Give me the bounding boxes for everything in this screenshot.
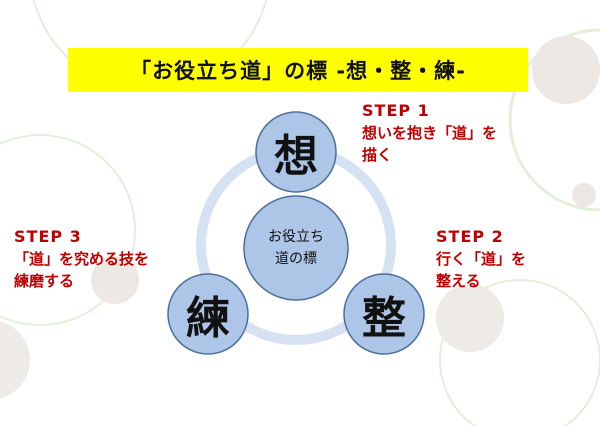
decor-dot-left [91, 256, 139, 304]
node-label-left: 練 [186, 293, 230, 344]
step3-line1: 「道」を究める技を [14, 250, 150, 268]
step1-text: STEP 1 想いを抱き「道」を 描く [362, 100, 497, 166]
step2-text: STEP 2 行く「道」を 整える [436, 226, 526, 292]
center-label-line1: お役立ち [268, 229, 324, 245]
node-circle-top [255, 111, 337, 193]
step2-line1: 行く「道」を [436, 250, 527, 268]
center-label-line2: 道の標 [275, 251, 317, 267]
step1-line2: 描く [362, 146, 393, 164]
step2-heading: STEP 2 [436, 227, 504, 246]
decor-dot-bottom-right [436, 284, 504, 352]
node-label-top: 想 [274, 131, 318, 182]
decor-dot-bottom-left [0, 321, 30, 399]
step3-text: STEP 3 「道」を究める技を 練磨する [14, 226, 149, 292]
decor-arc-bottom-right [439, 279, 600, 426]
title-banner: 「お役立ち道」の標 -想・整・練- [68, 48, 528, 92]
decor-dot-top-right-small [572, 183, 596, 207]
decor-arc-left [0, 134, 136, 326]
node-label-right: 整 [362, 293, 406, 344]
center-label: お役立ち 道の標 [246, 226, 346, 270]
node-circle-left [167, 273, 249, 355]
center-circle [243, 195, 349, 301]
step2-line2: 整える [436, 272, 481, 290]
step1-line1: 想いを抱き「道」を [362, 124, 498, 142]
step3-line2: 練磨する [14, 272, 75, 290]
decor-dot-top-right-gray [532, 36, 600, 104]
node-circle-right [343, 273, 425, 355]
step3-heading: STEP 3 [14, 227, 82, 246]
step1-heading: STEP 1 [362, 101, 430, 120]
decor-arc-top-right [508, 28, 600, 212]
